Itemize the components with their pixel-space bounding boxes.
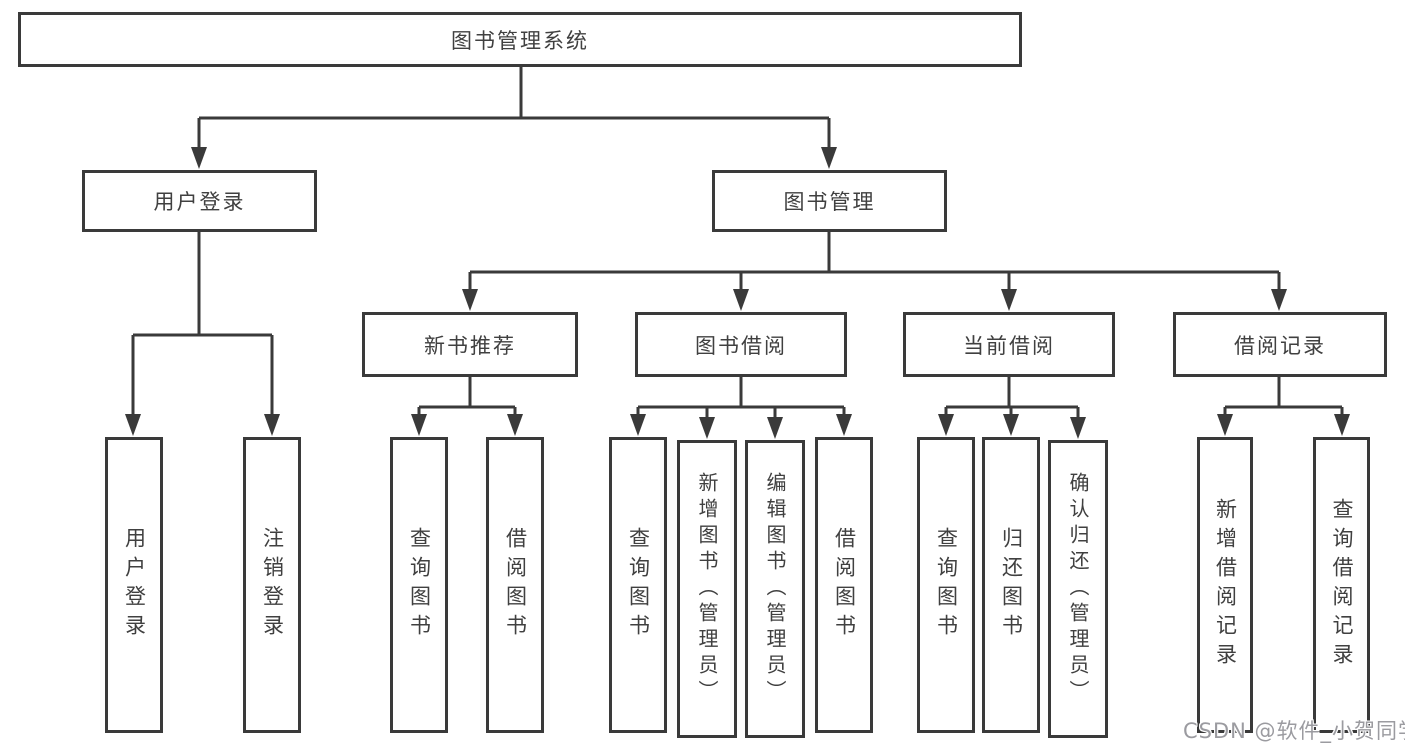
node-borrowing-records: 借阅记录: [1173, 312, 1387, 377]
csdn-watermark: CSDN @软件_小贺同学: [1183, 719, 1405, 743]
node-label: 查询借阅记录: [1330, 498, 1354, 672]
node-current-borrowing: 当前借阅: [903, 312, 1115, 377]
leaf-add-borrow-record: 新增借阅记录: [1197, 437, 1253, 733]
leaf-add-books-admin: 新增图书（管理员）: [677, 440, 737, 738]
node-label: 借阅图书: [832, 527, 857, 643]
node-label: 归还图书: [999, 527, 1024, 643]
node-label: 用户登录: [153, 190, 246, 214]
node-label: 确认归还（管理员）: [1066, 472, 1090, 706]
leaf-query-borrow-record: 查询借阅记录: [1313, 437, 1370, 733]
node-user-login-branch: 用户登录: [82, 170, 317, 232]
node-label: 查询图书: [626, 527, 651, 643]
node-book-management-branch: 图书管理: [712, 170, 947, 232]
node-label: 用户登录: [122, 527, 147, 643]
leaf-confirm-return-admin: 确认归还（管理员）: [1048, 440, 1108, 738]
leaf-borrow-books-borrowing: 借阅图书: [815, 437, 873, 733]
leaf-user-login: 用户登录: [105, 437, 163, 733]
leaf-query-books-recommend: 查询图书: [390, 437, 448, 733]
leaf-borrow-books-recommend: 借阅图书: [486, 437, 544, 733]
node-label: 图书借阅: [695, 333, 787, 358]
leaf-logout: 注销登录: [243, 437, 301, 733]
node-book-borrowing: 图书借阅: [635, 312, 847, 377]
node-new-book-recommendation: 新书推荐: [362, 312, 578, 377]
node-library-management-system: 图书管理系统: [18, 12, 1022, 67]
leaf-return-books: 归还图书: [982, 437, 1040, 733]
node-label: 查询图书: [407, 527, 432, 643]
leaf-query-books-current: 查询图书: [917, 437, 975, 733]
node-label: 图书管理: [783, 190, 876, 214]
node-label: 注销登录: [260, 527, 285, 643]
node-label: 编辑图书（管理员）: [763, 472, 787, 706]
arrowheads: [125, 147, 1350, 439]
leaf-query-books-borrowing: 查询图书: [609, 437, 667, 733]
node-label: 新增借阅记录: [1213, 498, 1238, 672]
node-label: 图书管理系统: [451, 28, 589, 53]
node-label: 借阅记录: [1234, 333, 1326, 358]
node-label: 借阅图书: [503, 527, 528, 643]
node-label: 新书推荐: [424, 333, 516, 358]
node-label: 新增图书（管理员）: [695, 472, 719, 706]
leaf-edit-books-admin: 编辑图书（管理员）: [745, 440, 805, 738]
node-label: 查询图书: [934, 527, 959, 643]
node-label: 当前借阅: [963, 333, 1055, 358]
